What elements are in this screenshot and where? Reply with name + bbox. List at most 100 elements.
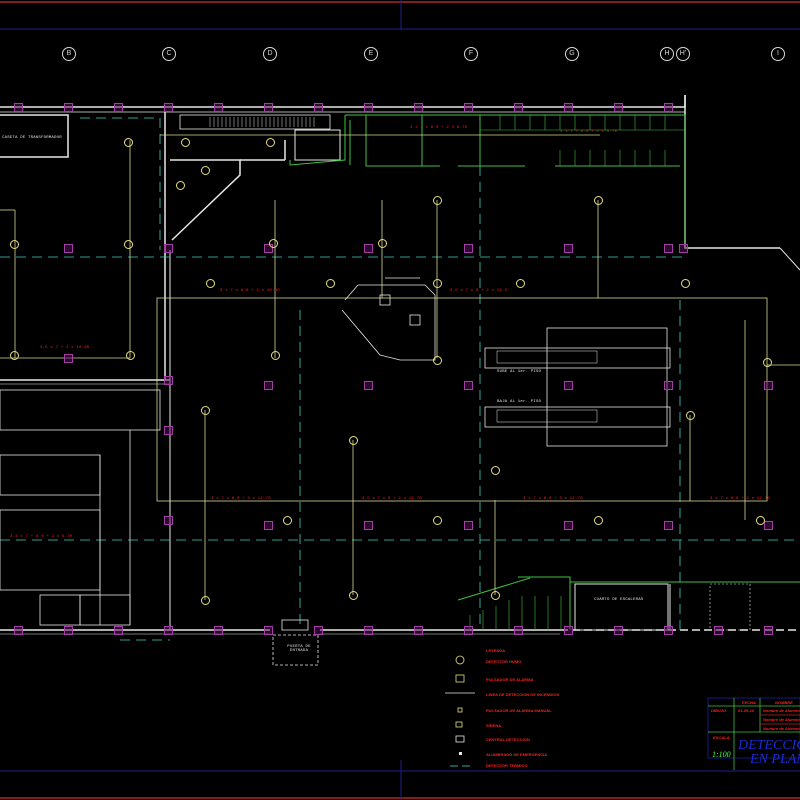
title-block-name-3: Nombre de Alumno 3: [763, 726, 800, 731]
smoke-detector-icon: [349, 436, 358, 445]
dimension-label: 3 x 7 x 6.0 + 3 x 12.70: [523, 497, 583, 501]
column-marker: [364, 521, 373, 530]
column-marker: [114, 103, 123, 112]
dimension-label: 2 x 7 x 6.0 + 2 x 9.70: [410, 126, 468, 130]
legend-item-label: LINEA DE DETECCION DE INCENDIOS: [486, 692, 560, 697]
grid-axis-F: F: [464, 47, 478, 61]
grid-axis-H-prime: H': [676, 47, 690, 61]
smoke-detector-icon: [201, 596, 210, 605]
smoke-detector-icon: [433, 196, 442, 205]
grid-axis-D: D: [263, 47, 277, 61]
smoke-detector-icon: [181, 138, 190, 147]
grid-axis-G: G: [565, 47, 579, 61]
title-block-date: 01-05-10: [738, 708, 755, 713]
central-kiosk: [341, 277, 436, 361]
column-marker: [264, 244, 273, 253]
title-block-name-1: Nombre de Alumno 1: [763, 708, 800, 713]
grid-axis-C: C: [162, 47, 176, 61]
smoke-detector-icon: [433, 279, 442, 288]
smoke-detector-icon: [491, 591, 500, 600]
title-block-scale-label: ESCALA: [713, 735, 730, 740]
smoke-detector-icon: [433, 516, 442, 525]
drawing-title-line1: DETECCION: [738, 738, 800, 753]
column-marker: [264, 521, 273, 530]
smoke-detector-icon: [269, 239, 278, 248]
column-marker: [164, 103, 173, 112]
column-marker: [114, 626, 123, 635]
column-marker: [764, 626, 773, 635]
column-marker: [214, 103, 223, 112]
dimension-label: 3.5 x 7 x 6 + 2 x 12.70: [362, 497, 422, 501]
column-marker: [264, 381, 273, 390]
grid-axis-B: B: [62, 47, 76, 61]
column-marker: [314, 626, 323, 635]
smoke-detector-icon: [433, 356, 442, 365]
dimension-label: 3 x 7 x 6.0 + 2 x 12.70: [710, 497, 770, 501]
title-block-name-2: Nombre de Alumno 2: [763, 717, 800, 722]
title-block-scale: 1:100: [712, 750, 731, 759]
column-marker: [414, 103, 423, 112]
smoke-detector-icon: [349, 591, 358, 600]
smoke-detector-icon: [756, 516, 765, 525]
column-marker: [564, 626, 573, 635]
dimension-label: 3 x 7 + 6.0 + 3 x 5.70: [560, 130, 618, 134]
legend-item-label: PULSADOR DE ALARMA MANUAL: [486, 708, 552, 713]
smoke-detector-icon: [686, 411, 695, 420]
legend-item-label: PULSADOR DE ALARMA: [486, 677, 534, 682]
column-marker: [764, 381, 773, 390]
column-marker: [14, 103, 23, 112]
column-marker: [564, 244, 573, 253]
column-marker: [164, 244, 173, 253]
room-label-stairwell: CUARTO DE ESCALERAS: [594, 598, 644, 602]
column-marker: [64, 103, 73, 112]
column-marker: [414, 626, 423, 635]
column-marker: [364, 244, 373, 253]
smoke-detector-icon: [266, 138, 275, 147]
column-marker: [164, 376, 173, 385]
column-marker: [464, 103, 473, 112]
service-rooms: [0, 389, 161, 626]
smoke-detector-icon: [124, 138, 133, 147]
column-marker: [664, 244, 673, 253]
stairwell-room: [574, 583, 751, 631]
column-marker: [564, 381, 573, 390]
column-marker: [64, 354, 73, 363]
dimension-label: 3.5 x 7 + 2 x 10.60: [40, 346, 90, 350]
legend-item-label: SIRENA: [486, 723, 502, 728]
legend-item-label: DETECTOR HUMO: [486, 659, 522, 664]
smoke-detector-icon: [283, 516, 292, 525]
grid-axis-H: H: [660, 47, 674, 61]
room-label-entry: PUERTA DE ENTRADA: [287, 645, 311, 653]
column-marker: [764, 521, 773, 530]
smoke-detector-icon: [176, 181, 185, 190]
smoke-detector-icon: [10, 351, 19, 360]
parking-stall-dividers: [469, 115, 666, 630]
legend-title: LEYENDA: [486, 648, 506, 653]
column-marker: [564, 103, 573, 112]
dimension-label: 3.5 x 7 x 8 + 2 x 10.5: [450, 289, 508, 293]
dimension-label: 2.3 x 7 + 6.0 + 2 x 5.70: [10, 535, 73, 539]
smoke-detector-icon: [681, 279, 690, 288]
smoke-detector-icon: [201, 406, 210, 415]
legend-icons: [445, 655, 475, 767]
column-marker: [364, 103, 373, 112]
column-marker: [364, 626, 373, 635]
column-marker: [664, 381, 673, 390]
smoke-detector-icon: [124, 240, 133, 249]
grid-axis-I: I: [771, 47, 785, 61]
column-marker: [264, 103, 273, 112]
escalator-down-label: BAJA AL 1er. PISO: [497, 400, 542, 404]
column-marker: [614, 626, 623, 635]
column-marker: [464, 521, 473, 530]
column-marker: [679, 244, 688, 253]
column-marker: [464, 626, 473, 635]
column-marker: [214, 626, 223, 635]
smoke-detector-icon: [594, 516, 603, 525]
smoke-detector-icon: [201, 166, 210, 175]
column-marker: [64, 626, 73, 635]
column-marker: [614, 103, 623, 112]
smoke-detector-icon: [326, 279, 335, 288]
smoke-detector-icon: [10, 240, 19, 249]
